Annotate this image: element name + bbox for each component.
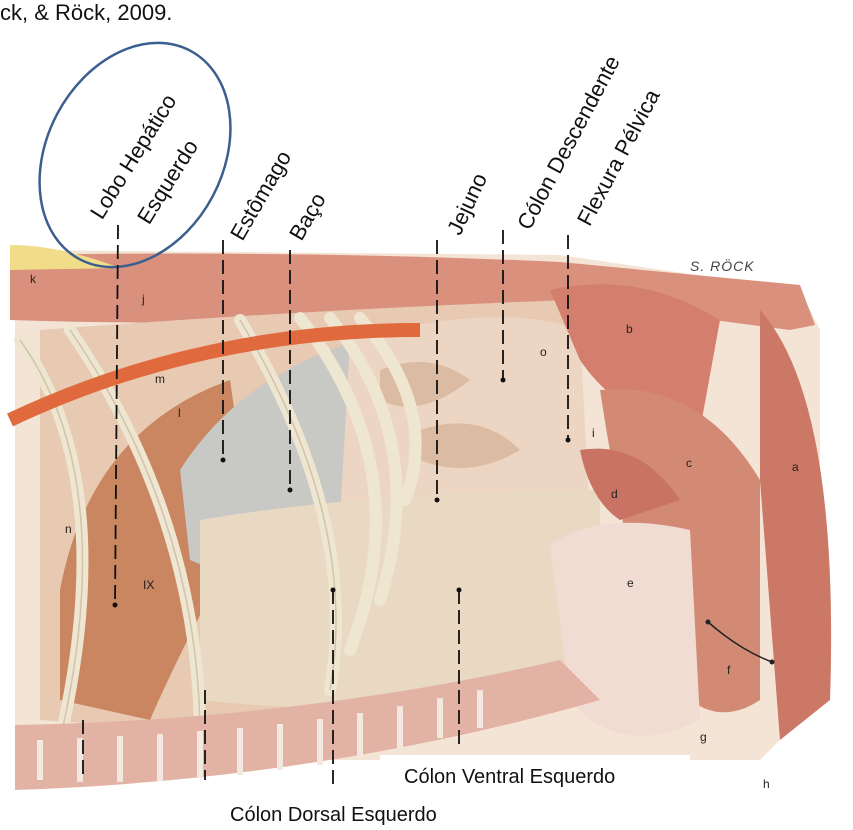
letter-ix: IX [143, 578, 154, 592]
letter-j: j [142, 292, 145, 306]
letter-g: g [700, 730, 707, 744]
label-colon-ventral-esquerdo: Cólon Ventral Esquerdo [404, 766, 615, 789]
letter-e: e [627, 576, 634, 590]
letter-h: h [763, 777, 770, 791]
header-fragment: ck, & Röck, 2009. [0, 0, 172, 26]
letter-b: b [626, 322, 633, 336]
letter-c: c [686, 456, 692, 470]
label-colon-dorsal-esquerdo: Cólon Dorsal Esquerdo [230, 804, 437, 827]
letter-n: n [65, 522, 72, 536]
letter-d: d [611, 487, 618, 501]
letter-k: k [30, 272, 36, 286]
letter-f: f [727, 663, 730, 677]
letter-m: m [155, 372, 165, 386]
artist-signature: S. RÖCK [690, 258, 755, 274]
letter-o: o [540, 345, 547, 359]
letter-a: a [792, 460, 799, 474]
letter-i: i [592, 426, 595, 440]
letter-l: l [178, 406, 181, 420]
